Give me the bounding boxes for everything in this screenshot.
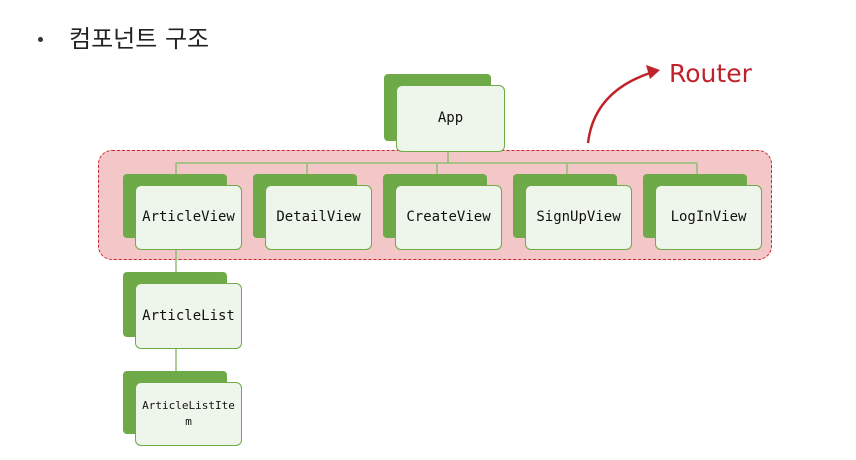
node-create-view-label: CreateView [406, 209, 491, 225]
slide-heading: 컴포넌트 구조 [69, 25, 210, 53]
node-article-list: ArticleList [123, 272, 242, 349]
node-detail-view-label: DetailView [276, 209, 361, 225]
router-arrow-head [646, 65, 660, 79]
node-create-view-card: CreateView [395, 185, 502, 250]
bullet-point [38, 37, 43, 42]
node-article-list-item-card: ArticleListItem [135, 382, 242, 446]
node-signup-view-label: SignUpView [536, 209, 621, 225]
router-arrow [586, 71, 651, 144]
node-login-view-label: LogInView [670, 209, 747, 225]
node-login-view-card: LogInView [655, 185, 762, 250]
node-article-list-item: ArticleListItem [123, 371, 242, 446]
node-create-view: CreateView [383, 174, 502, 250]
node-article-view: ArticleView [123, 174, 242, 250]
node-signup-view-card: SignUpView [525, 185, 632, 250]
node-signup-view: SignUpView [513, 174, 632, 250]
node-article-list-label: ArticleList [142, 307, 235, 324]
node-article-view-label: ArticleView [142, 209, 235, 225]
node-app-card: App [396, 85, 505, 152]
node-detail-view-card: DetailView [265, 185, 372, 250]
node-app-label: App [437, 110, 464, 126]
node-article-view-card: ArticleView [135, 185, 242, 250]
node-article-list-item-label: ArticleListItem [142, 398, 235, 429]
router-label: Router [669, 59, 752, 88]
node-article-list-card: ArticleList [135, 283, 242, 349]
node-app: App [384, 74, 505, 152]
node-detail-view: DetailView [253, 174, 372, 250]
node-login-view: LogInView [643, 174, 762, 250]
